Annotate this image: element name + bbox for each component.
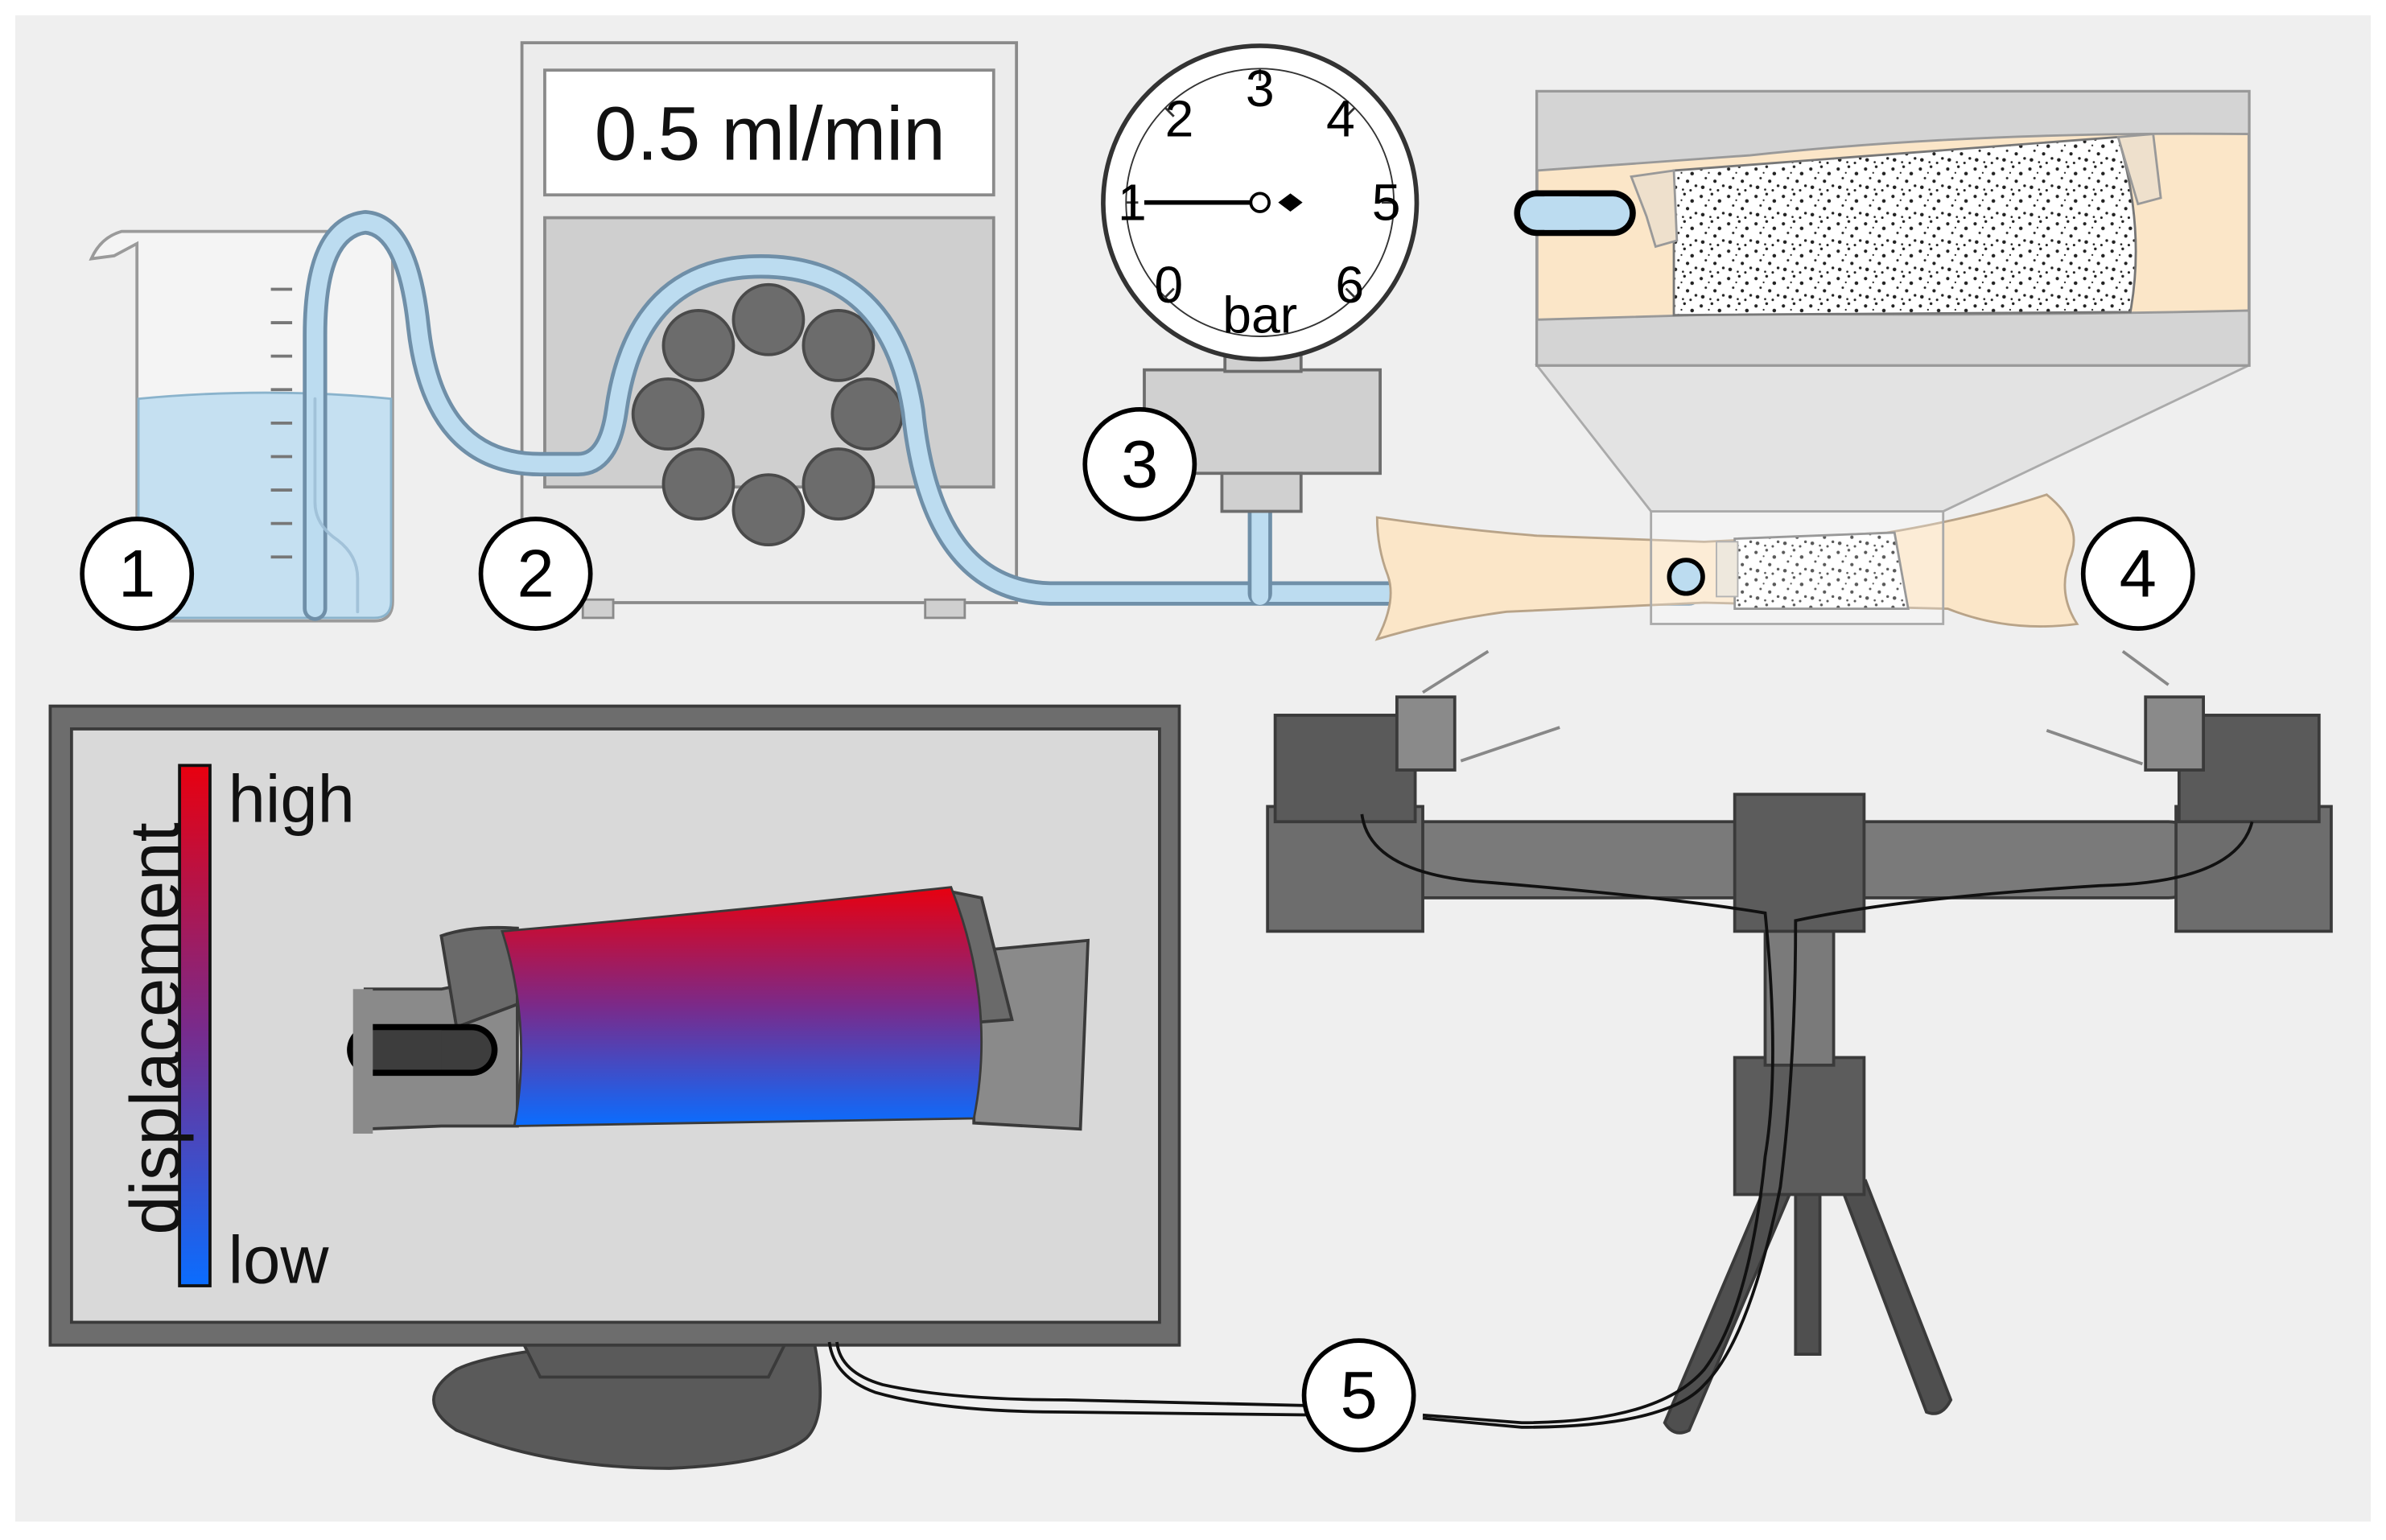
gauge-label-4: 4	[1326, 90, 1355, 148]
flow-rate-display: 0.5 ml/min	[595, 92, 946, 177]
gauge-label-0: 0	[1154, 256, 1183, 314]
gauge-tick	[1164, 107, 1175, 117]
colorbar-low-label: low	[229, 1222, 330, 1297]
gauge-tick	[1164, 287, 1175, 299]
step-marker-4: 4	[2080, 517, 2195, 631]
tubing	[303, 210, 1702, 621]
pressure-gauge: 0 1 2 3 4 5 6 bar	[1101, 43, 1420, 513]
pump-rollers	[631, 282, 905, 547]
bone-specimen	[1374, 493, 2079, 641]
gauge-label-5: 5	[1372, 174, 1401, 232]
displacement-colorbar	[178, 764, 212, 1287]
step-number: 5	[1340, 1358, 1377, 1433]
step-marker-3: 3	[1082, 407, 1197, 521]
gauge-label-2: 2	[1165, 90, 1194, 148]
stereo-camera-rig	[1266, 649, 2333, 1435]
gauge-label-3: 3	[1246, 60, 1275, 117]
monitor: displacement high low	[48, 704, 1181, 1470]
zoom-callout	[1514, 89, 2251, 513]
step-number: 4	[2120, 537, 2157, 611]
step-marker-5: 5	[1301, 1338, 1416, 1453]
monitor-cable	[827, 1341, 1325, 1417]
gauge-tick	[1345, 107, 1356, 117]
step-number: 2	[517, 537, 554, 611]
step-marker-2: 2	[478, 517, 593, 631]
gauge-label-1: 1	[1118, 174, 1147, 232]
gauge-unit: bar	[1222, 286, 1297, 344]
gauge-tick	[1345, 287, 1356, 299]
colorbar-high-label: high	[229, 761, 355, 836]
step-marker-1: 1	[80, 517, 195, 631]
gauge-label-6: 6	[1335, 256, 1364, 314]
gauge-ticks	[1126, 68, 1395, 299]
displacement-field	[501, 886, 983, 1127]
step-number: 3	[1121, 426, 1158, 501]
colorbar-title: displacement	[116, 822, 194, 1234]
pump-display	[543, 68, 995, 197]
step-number: 1	[118, 537, 155, 611]
